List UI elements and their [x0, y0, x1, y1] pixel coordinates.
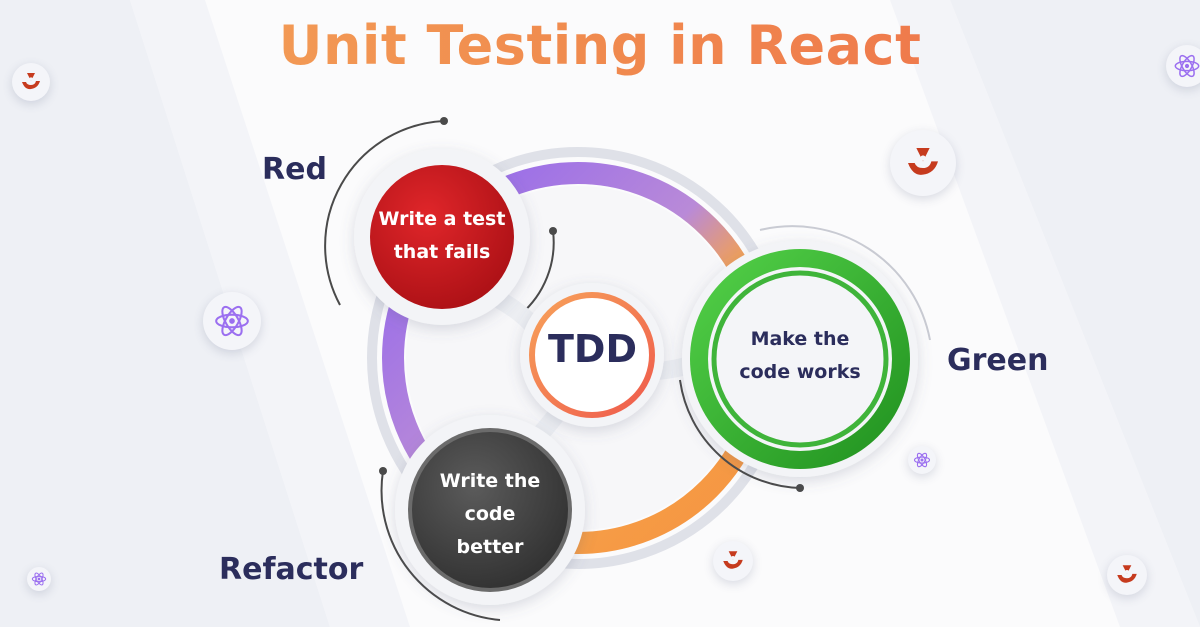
stage-label-refactor: Refactor [219, 552, 364, 587]
red-stage-line-1: Write a test [378, 208, 506, 230]
green-stage-text: Make the code works [718, 323, 882, 389]
refactor-stage-line-1: Write the [439, 470, 541, 492]
refactor-stage-text: Write the code better [415, 465, 565, 564]
jest-icon [713, 541, 753, 581]
stage-label-green: Green [947, 343, 1049, 378]
refactor-stage-line-3: better [456, 536, 524, 558]
stage-label-red: Red [262, 152, 327, 187]
jest-icon [1107, 555, 1147, 595]
red-arc [324, 120, 445, 306]
react-icon [27, 567, 51, 591]
tdd-label: TDD [547, 327, 637, 371]
refactor-stage-line-2: code [464, 503, 516, 525]
green-arc [679, 379, 801, 489]
red-stage-line-2: that fails [393, 241, 491, 263]
red-stage-node [354, 149, 530, 325]
green-stage-line-1: Make the [750, 328, 850, 350]
react-icon [203, 292, 261, 350]
refactor-stage-node [395, 415, 585, 605]
page-title: Unit Testing in React [0, 14, 1200, 77]
green-stage-line-2: code works [739, 361, 861, 383]
react-icon [908, 446, 936, 474]
green-stage-node [682, 241, 918, 477]
jest-icon [12, 63, 50, 101]
react-icon [1166, 45, 1200, 87]
tdd-center-node [520, 283, 664, 427]
refactor-arc [380, 470, 501, 621]
jest-icon [890, 130, 956, 196]
red-stage-text: Write a test that fails [362, 203, 522, 269]
